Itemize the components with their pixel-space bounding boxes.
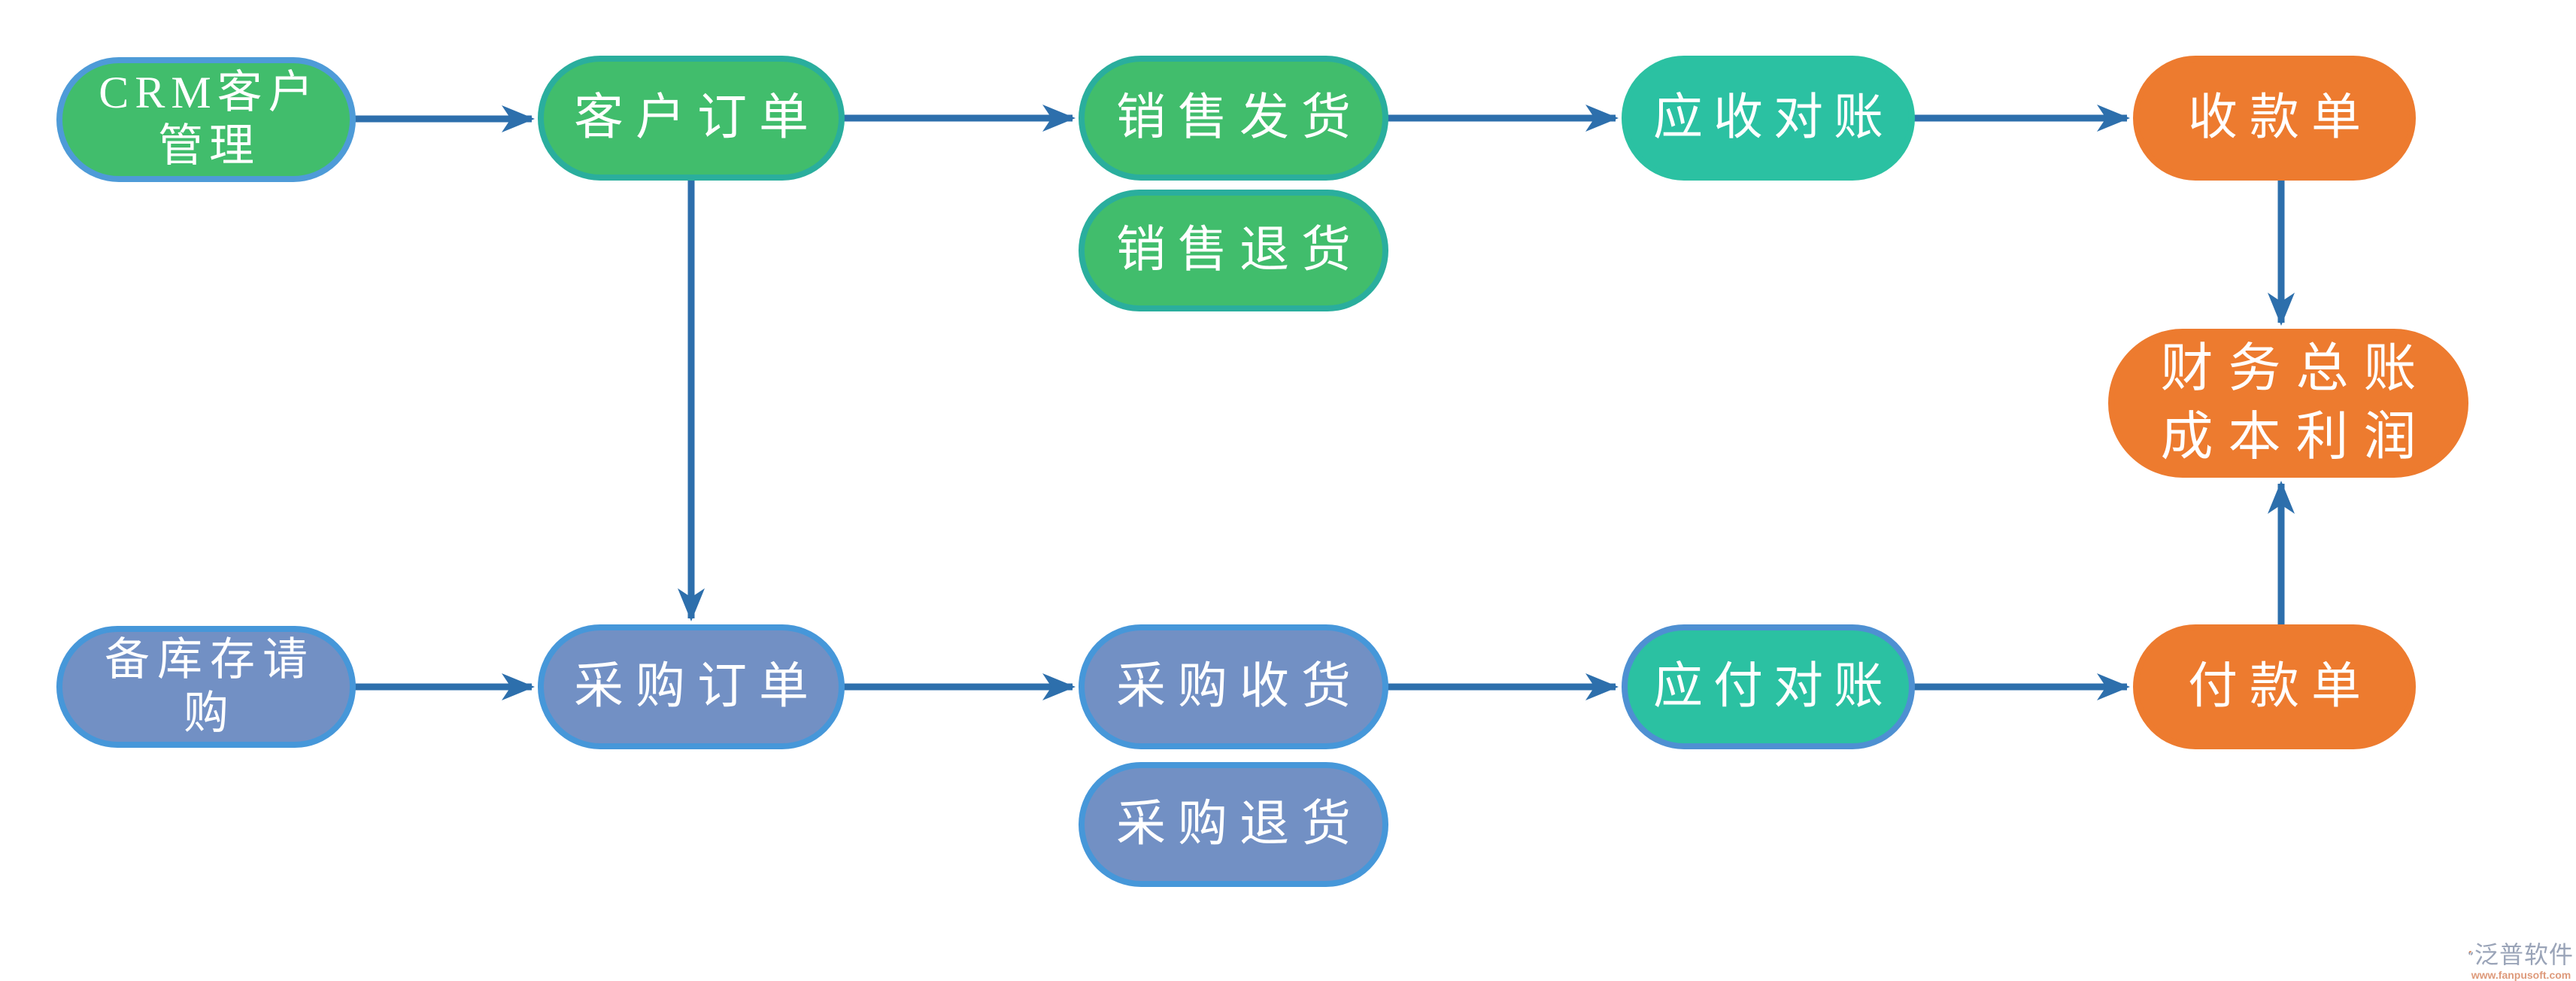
- node-sales-delivery: 销售发货: [1079, 56, 1388, 181]
- node-sales-return: 销售退货: [1079, 190, 1388, 311]
- node-purchase-receive: 采购收货: [1079, 624, 1388, 749]
- node-crm-customer-management: CRM客户 管理: [56, 57, 356, 182]
- node-finance-ledger: 财务总账 成本利润: [2108, 329, 2468, 478]
- node-payable-reconciliation: 应付对账: [1622, 624, 1915, 749]
- watermark: 泛普软件 www.fanpusoft.com: [2468, 936, 2574, 981]
- watermark-brand: 泛普软件: [2474, 941, 2574, 968]
- watermark-url: www.fanpusoft.com: [2471, 969, 2571, 981]
- fanpu-logo-icon: [2468, 951, 2473, 955]
- node-stock-requisition: 备库存请 购: [56, 626, 356, 748]
- node-customer-order: 客户订单: [538, 56, 845, 181]
- node-receivable-reconciliation: 应收对账: [1622, 56, 1915, 181]
- node-purchase-return: 采购退货: [1079, 762, 1388, 887]
- node-payment-note: 付款单: [2133, 624, 2416, 749]
- node-purchase-order: 采购订单: [538, 624, 845, 749]
- node-receipt-note: 收款单: [2133, 56, 2416, 181]
